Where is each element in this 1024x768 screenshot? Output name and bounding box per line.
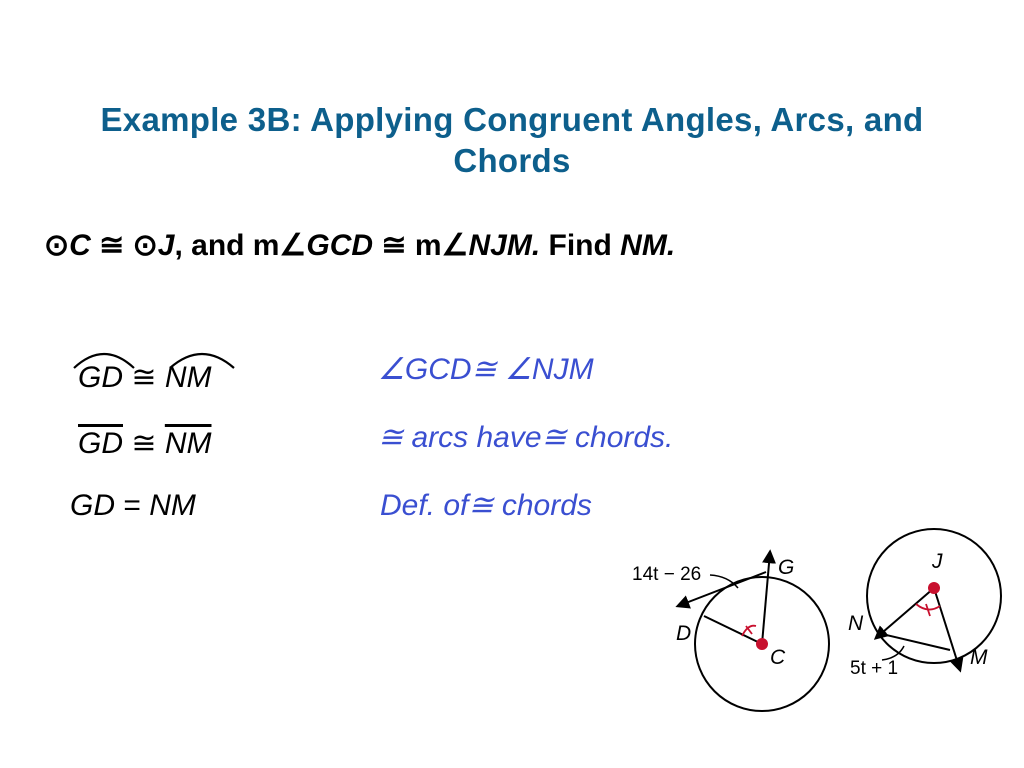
label-m: M: [970, 646, 988, 669]
chord-label: 5t + 1: [850, 658, 898, 679]
label-d: D: [676, 622, 691, 645]
center-dot-c: [756, 638, 768, 650]
proof-row-2-reason: ≅ arcs have≅ chords.: [378, 421, 674, 454]
chord-nm-line: [881, 633, 951, 651]
angle-tick-j: [925, 603, 931, 617]
proof-row-3-statement: GD = NM: [70, 489, 196, 523]
ray-cg: [761, 549, 777, 645]
circle-j-outline: [866, 528, 1002, 664]
angle-njm: NJM.: [468, 229, 541, 262]
label-j: J: [931, 550, 943, 573]
circle-c-label: C: [69, 229, 91, 262]
chord-label-leader: [881, 645, 905, 661]
label-g: G: [778, 556, 794, 579]
congruent-op: ≅: [131, 361, 157, 394]
congruent-op: ≅: [131, 427, 157, 460]
proof-row-1-reason: ∠GCD≅ ∠NJM: [378, 353, 594, 386]
given-statement: ⊙C ≅ ⊙J, and m∠GCD ≅ m∠NJM. Find NM.: [44, 228, 675, 263]
circle-j: 5t + 1 J N M: [848, 528, 1002, 679]
angle-symbol-2: ∠: [441, 229, 469, 262]
congruent-symbol-2: ≅: [381, 229, 407, 262]
center-dot-j: [928, 582, 940, 594]
angle-tick-c: [745, 625, 753, 635]
arc-label: 14t − 26: [632, 564, 701, 585]
angle-symbol-1: ∠: [279, 229, 307, 262]
find-text: Find: [548, 229, 612, 262]
label-n: N: [848, 612, 864, 635]
circle-symbol-1: ⊙: [44, 229, 70, 262]
ray-jm: [933, 587, 964, 673]
congruent-symbol-1: ≅: [99, 229, 125, 262]
arc-label-leader: [709, 574, 739, 589]
length-gd: GD: [70, 489, 115, 522]
equals-op: =: [123, 489, 141, 522]
length-nm: NM: [149, 489, 196, 522]
arc-gd: GD: [78, 361, 123, 394]
proof-row-3-reason: Def. of≅ chords: [380, 489, 592, 522]
circle-j-label: J: [157, 229, 175, 262]
circle-symbol-2: ⊙: [132, 229, 158, 262]
and-text: , and m: [174, 229, 280, 262]
angle-gcd: GCD: [306, 229, 374, 262]
circle-c-outline: [694, 576, 830, 712]
chord-gd-ray: [675, 571, 767, 609]
angle-mark-c: [741, 624, 757, 637]
circle-c: 14t − 26 G D C: [632, 549, 830, 712]
circles-figure: 14t − 26 G D C 5t + 1 J N M: [632, 528, 1002, 712]
arc-nm: NM: [164, 361, 212, 394]
chord-nm: NM: [164, 427, 212, 460]
slide-title: Example 3B: Applying Congruent Angles, A…: [20, 99, 1004, 181]
segment-cd: [703, 615, 763, 645]
arc-marks: [73, 353, 235, 369]
ray-jn: [873, 587, 935, 640]
label-c: C: [770, 646, 786, 669]
proof-row-1-statement: GD ≅ NM: [72, 360, 211, 395]
m-text: m: [414, 229, 442, 262]
chord-gd: GD: [78, 427, 123, 460]
title-line-2: Chords: [453, 142, 571, 179]
proof-row-2-statement: GD ≅ NM: [72, 426, 211, 461]
find-target: NM.: [620, 229, 676, 262]
title-line-1: Example 3B: Applying Congruent Angles, A…: [100, 101, 924, 138]
